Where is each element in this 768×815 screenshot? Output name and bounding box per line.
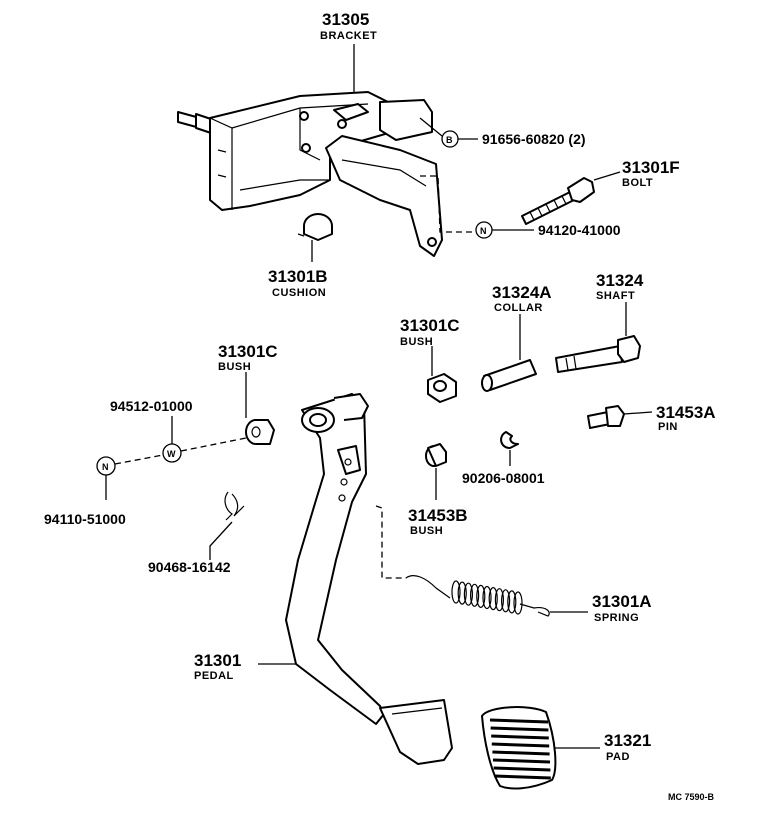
pin-name: PIN — [658, 421, 678, 433]
pin-part — [587, 405, 625, 429]
spring-name: SPRING — [594, 612, 639, 624]
cushion-name: CUSHION — [272, 287, 326, 299]
spring-part — [405, 575, 550, 617]
collar-number: 31324A — [492, 283, 552, 302]
bolt-number: 31301F — [622, 158, 680, 177]
bush-left-name: BUSH — [218, 361, 251, 373]
bracket-number: 31305 — [322, 10, 369, 29]
pedal-name: PEDAL — [194, 670, 234, 682]
nut-n-left-marker-letter: N — [102, 462, 109, 472]
cotter-number: 90468-16142 — [148, 559, 231, 575]
clip-part — [500, 431, 519, 449]
pad-number: 31321 — [604, 731, 651, 750]
bracket-part — [177, 44, 443, 257]
pad-part — [481, 706, 557, 790]
pedal-number: 31301 — [194, 651, 241, 670]
cushion-number: 31301B — [268, 267, 328, 286]
nut-n-top-number: 94120-41000 — [538, 222, 621, 238]
shaft-number: 31324 — [596, 271, 644, 290]
bush-b-part — [425, 443, 447, 467]
bolt-b-leader — [419, 117, 443, 137]
pin-number: 31453A — [656, 403, 716, 422]
cushion-part — [297, 213, 333, 241]
pad-name: PAD — [606, 751, 630, 763]
bush-right-part — [427, 373, 457, 403]
bush-left-part — [245, 419, 275, 445]
bush-left-number: 31301C — [218, 342, 278, 361]
clip-number: 90206-08001 — [462, 470, 545, 486]
bush-b-name: BUSH — [410, 525, 443, 537]
bolt-b-number: 91656-60820 (2) — [482, 131, 586, 147]
bracket-name: BRACKET — [320, 30, 377, 42]
shaft-name: SHAFT — [596, 290, 635, 302]
shaft-part — [555, 335, 641, 373]
bolt-b-marker-letter: B — [446, 135, 453, 145]
spring-number: 31301A — [592, 592, 652, 611]
bolt-part — [521, 177, 595, 225]
washer-number: 94512-01000 — [110, 398, 193, 414]
nut-n-top-leader — [420, 175, 474, 233]
cotter-part — [224, 491, 245, 521]
drawing-code: MC 7590-B — [668, 792, 715, 802]
nut-n-left-number: 94110-51000 — [44, 511, 126, 527]
bush-right-name: BUSH — [400, 336, 433, 348]
pedal-part — [285, 393, 453, 765]
bush-b-number: 31453B — [408, 506, 468, 525]
washer-marker-letter: W — [167, 449, 176, 459]
washer-marker — [162, 443, 182, 463]
bush-right-number: 31301C — [400, 316, 460, 335]
collar-name: COLLAR — [494, 302, 543, 314]
nut-n-top-marker-letter: N — [480, 226, 487, 236]
collar-part — [481, 359, 537, 392]
bolt-name: BOLT — [622, 177, 653, 189]
